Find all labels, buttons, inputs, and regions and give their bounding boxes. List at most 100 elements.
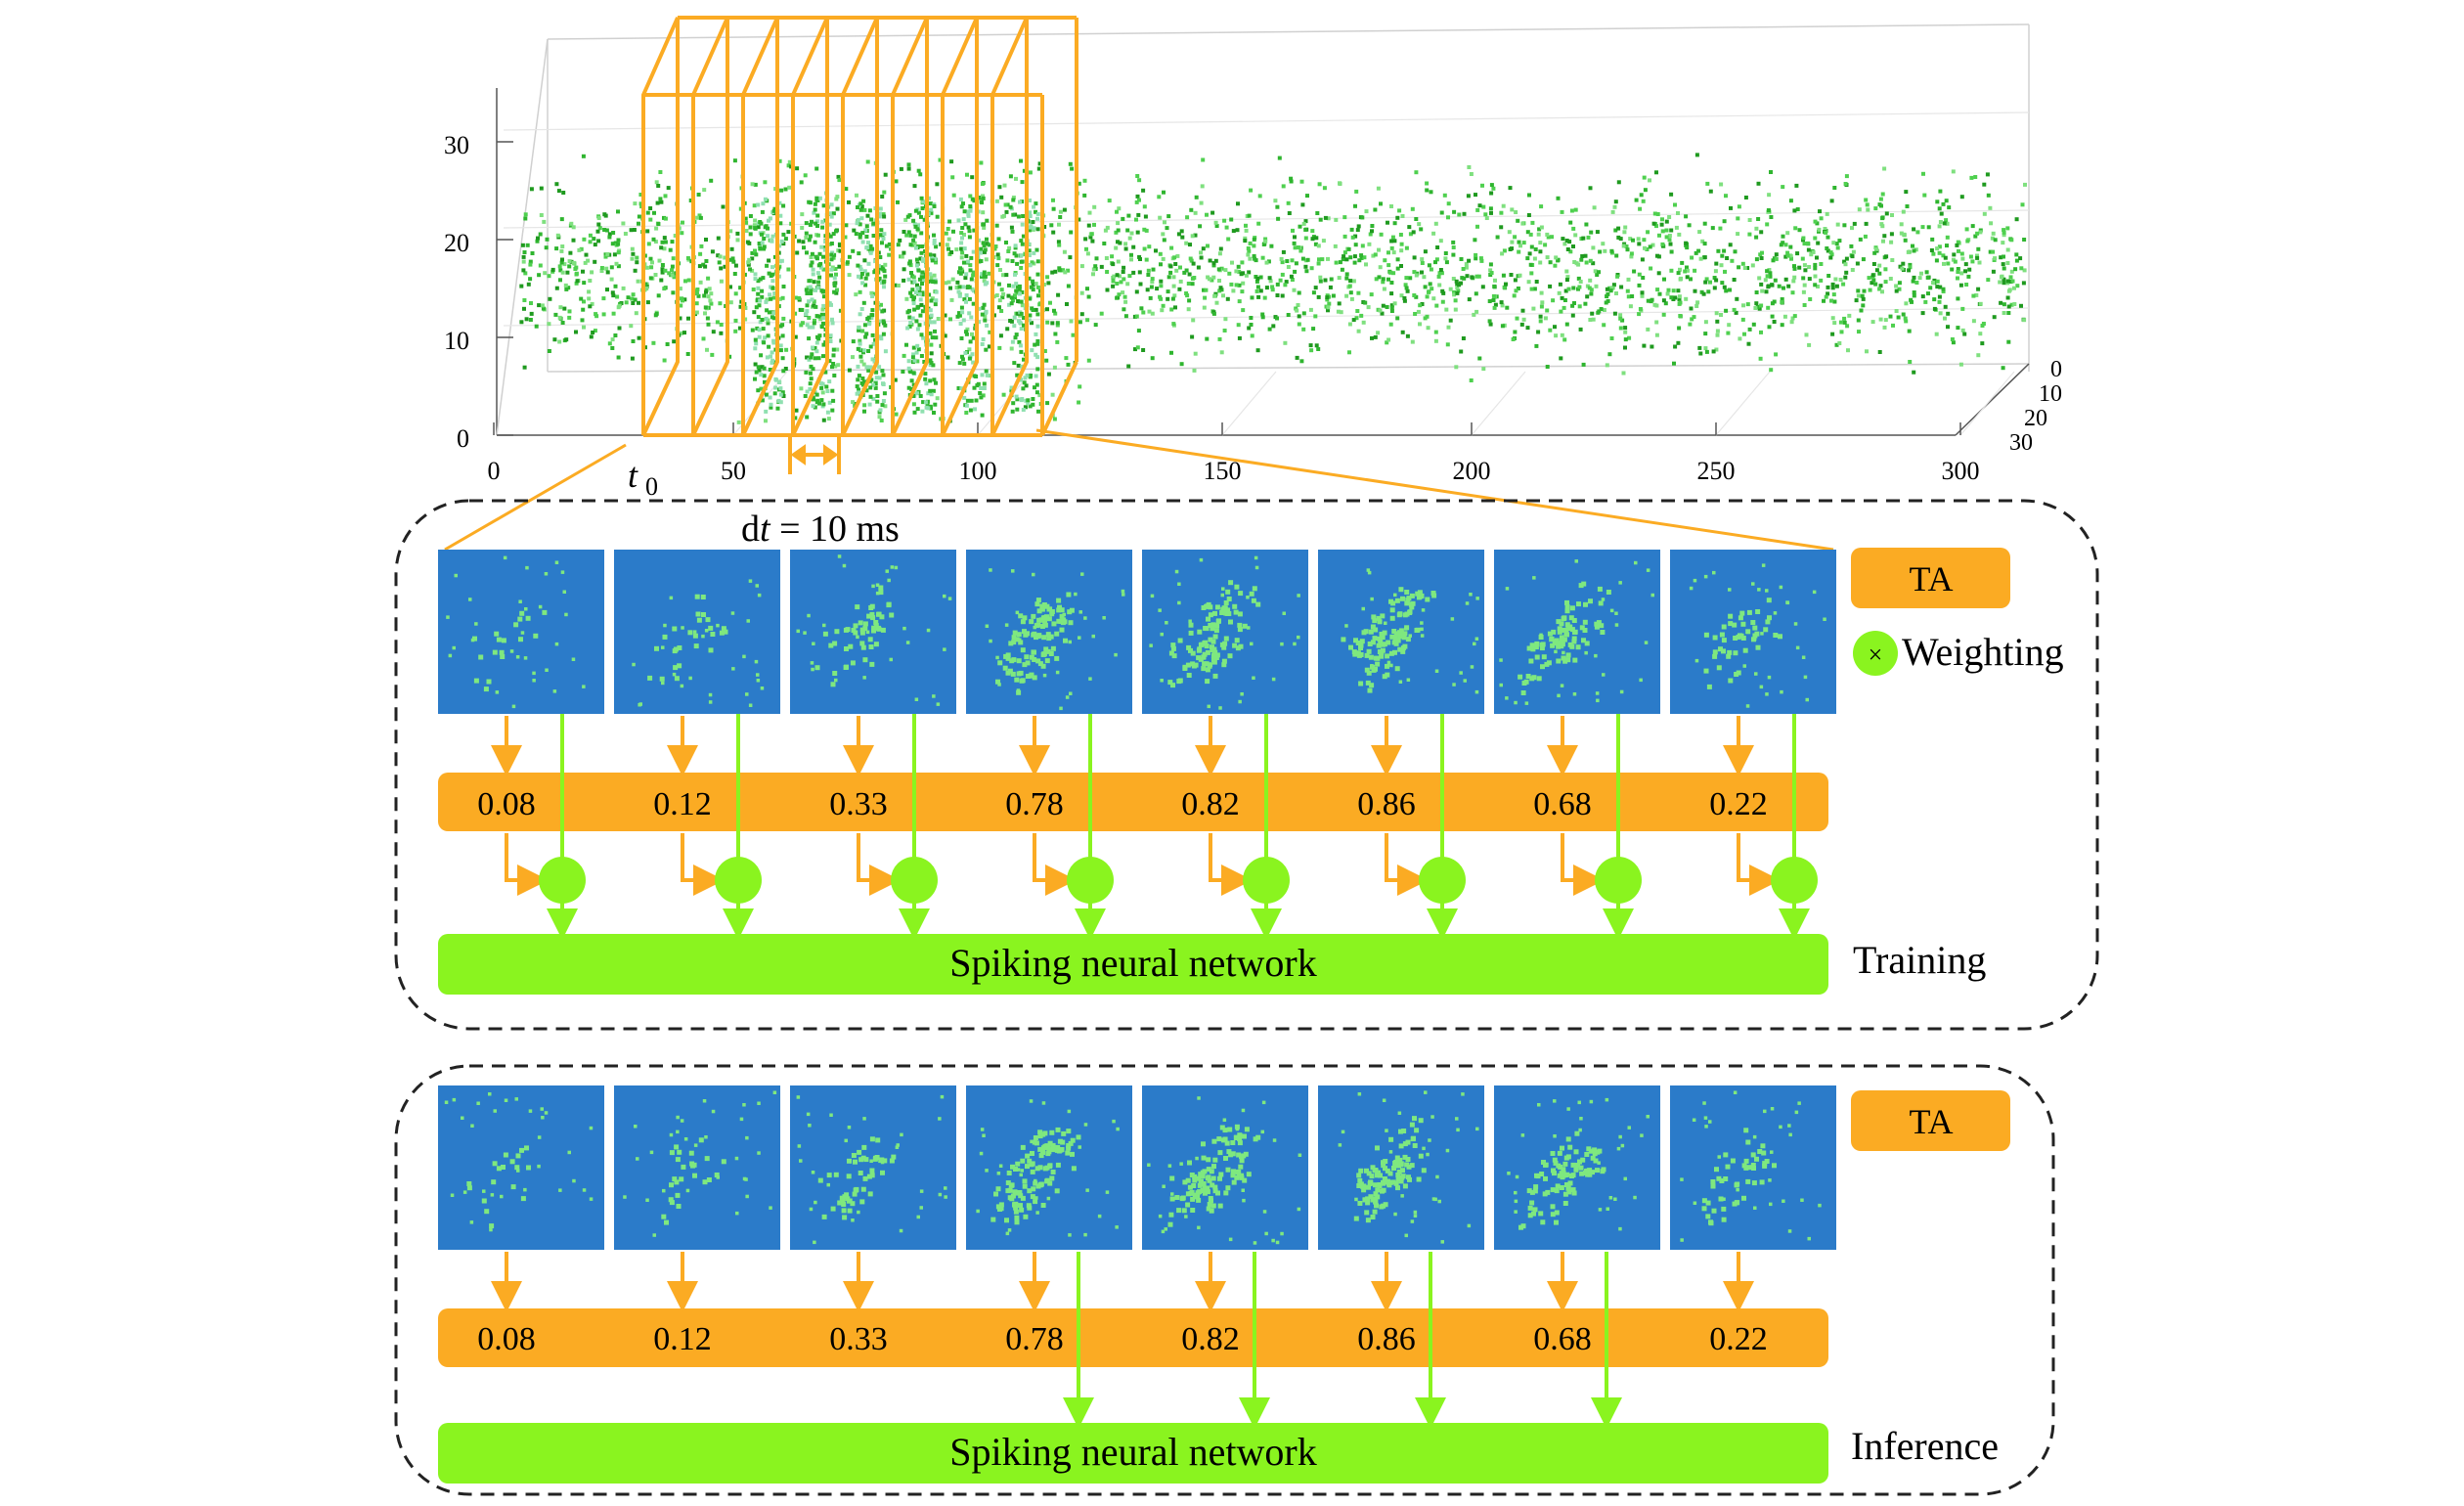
event-point [1991,231,1996,236]
event-pixel [832,671,838,676]
event-point [1260,315,1265,320]
event-point [1944,218,1949,223]
weight-value: 0.12 [653,786,712,822]
event-point [871,341,876,346]
event-point [1772,299,1777,304]
event-pixel [742,1176,747,1181]
event-point [1842,259,1847,264]
event-pixel [1375,1187,1381,1193]
event-point [1210,210,1215,215]
event-point [1591,245,1596,250]
event-point [1234,269,1239,274]
event-point [1888,314,1893,319]
event-pixel [1363,629,1369,635]
weight-value: 0.33 [829,786,888,822]
event-point [1795,251,1800,256]
event-point [1280,260,1285,265]
event-point [1510,240,1515,244]
event-point [928,252,933,257]
event-pixel [826,1182,830,1187]
event-point [811,367,815,372]
event-point [1360,244,1365,248]
event-point [1747,232,1752,237]
event-point [970,352,975,357]
event-point [1897,281,1902,286]
event-point [1316,261,1321,266]
event-pixel [1102,616,1106,620]
event-pixel [1369,1174,1375,1179]
event-point [914,319,919,324]
event-point [1258,275,1263,280]
event-pixel [446,615,450,619]
event-point [1797,265,1802,270]
event-pixel [708,700,713,704]
event-point [905,310,910,315]
event-point [1830,316,1835,321]
event-point [961,201,965,206]
event-point [963,222,968,227]
event-pixel [1046,1196,1051,1201]
event-point [896,199,900,204]
event-point [1004,273,1009,278]
event-point [1674,225,1679,230]
event-point [1337,276,1342,281]
event-pixel [890,565,895,569]
event-pixel [1026,1203,1032,1209]
event-pixel [1062,619,1068,625]
event-point [1815,255,1819,260]
event-point [1781,241,1785,245]
event-point [1276,216,1281,221]
event-pixel [1042,1166,1048,1172]
event-pixel [1499,658,1503,662]
event-pixel [452,1097,457,1102]
event-point [1937,244,1942,249]
event-pixel [1037,661,1043,667]
event-point [1514,288,1518,293]
event-pixel [706,1177,712,1182]
event-pixel [855,604,860,610]
event-pixel [938,1192,943,1197]
event-point [1430,287,1434,291]
event-point [1693,268,1697,273]
event-pixel [919,1189,924,1193]
event-point [814,196,819,200]
event-pixel [1228,1237,1233,1242]
event-point [881,382,886,386]
event-point [1844,256,1849,261]
event-pixel [1365,680,1371,686]
event-point [723,264,727,269]
event-pixel [1225,1167,1231,1173]
event-pixel [1370,624,1376,630]
event-point [1016,311,1021,316]
event-pixel [1338,1143,1342,1147]
event-pixel [997,683,1001,687]
event-pixel [1225,1185,1231,1191]
event-pixel [1234,638,1240,643]
event-point [698,280,703,285]
event-point [1724,308,1729,313]
event-point [1135,194,1140,199]
event-pixel [1231,1179,1237,1185]
event-point [817,196,822,200]
event-pixel [662,634,668,640]
event-pixel [661,1214,667,1219]
back-top-edge [547,23,2030,40]
event-pixel [1410,1219,1415,1223]
event-pixel [879,1157,885,1163]
event-point [1879,203,1883,208]
event-point [923,376,928,381]
event-point [1370,224,1375,228]
event-point [756,286,761,290]
event-point [835,195,840,199]
event-point [979,160,984,165]
event-point [1065,302,1069,306]
event-point [966,259,971,264]
event-pixel [1222,1128,1228,1133]
event-point [1348,255,1353,260]
event-point [1585,294,1590,299]
event-point [1532,256,1537,261]
event-point [766,234,770,239]
event-point [1171,322,1176,327]
event-point [772,391,777,396]
event-point [977,306,982,311]
